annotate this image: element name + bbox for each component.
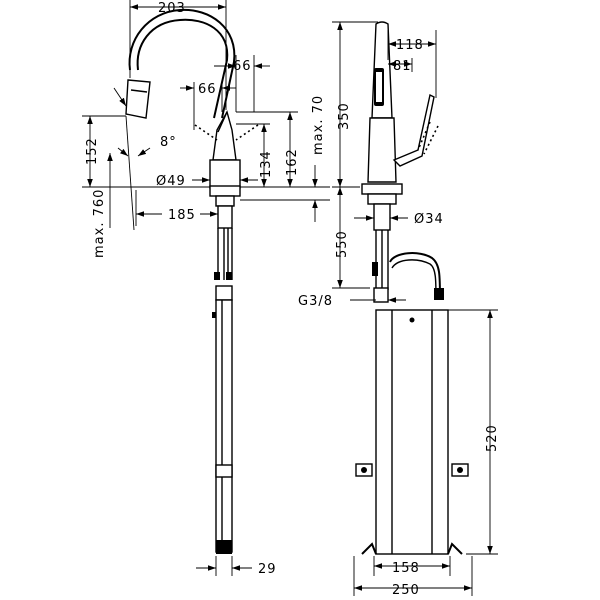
dim-81: 81	[393, 59, 412, 74]
dim-250: 250	[392, 583, 420, 598]
dim-185: 185	[168, 208, 196, 223]
hose-weight	[215, 299, 233, 553]
dim-520: 520	[485, 424, 500, 452]
dim-g38: G3/8	[298, 294, 333, 309]
dim-203: 203	[158, 1, 186, 16]
dim-550: 550	[335, 230, 350, 258]
side-view	[355, 21, 469, 555]
dim-134: 134	[259, 150, 274, 178]
spray-head	[125, 79, 151, 119]
dim-29: 29	[258, 562, 277, 577]
dim-max760: max. 760	[92, 189, 107, 258]
dim-max70: max. 70	[311, 95, 326, 155]
dim-8deg: 8°	[160, 135, 177, 150]
faucet-base	[209, 159, 241, 189]
dim-66-mid: 66	[198, 82, 217, 97]
hose-housing	[375, 309, 449, 555]
front-view	[125, 8, 259, 554]
dim-d34: Ø34	[414, 212, 444, 227]
dim-152: 152	[85, 137, 100, 165]
side-view-dimensions: 118 81 350 550 Ø34 G3/8 520 158	[298, 21, 500, 598]
dim-66-top: 66	[233, 59, 252, 74]
side-lever	[392, 93, 435, 167]
side-body	[367, 117, 397, 183]
dim-350: 350	[337, 102, 352, 130]
front-view-dimensions: 203 66 66 152 8° 134 162	[82, 0, 330, 577]
dim-118: 118	[396, 38, 424, 53]
dim-d49: Ø49	[156, 174, 186, 189]
dim-158: 158	[392, 561, 420, 576]
dim-162: 162	[285, 148, 300, 176]
spout-arc	[136, 18, 229, 119]
